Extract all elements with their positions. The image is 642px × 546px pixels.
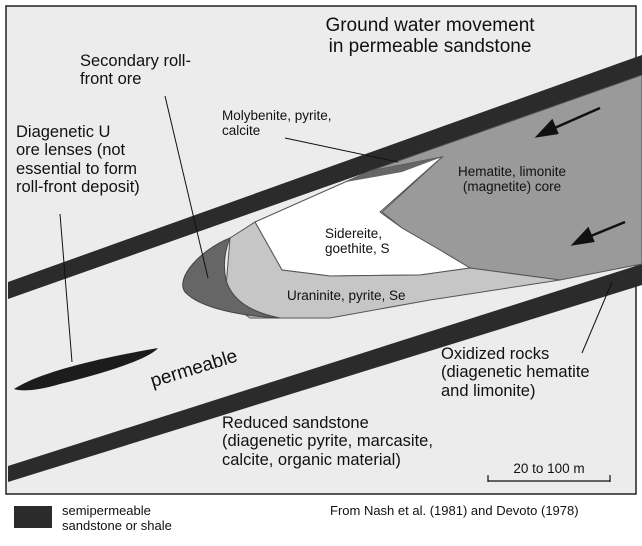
diagenetic-line-3: essential to form [16, 160, 140, 178]
molybdenite-line-2: calcite [222, 123, 332, 138]
legend-text: semipermeable sandstone or shale [62, 504, 172, 533]
uraninite-label: Uraninite, pyrite, Se [287, 288, 406, 303]
legend-swatch [14, 506, 52, 528]
reduced-line-1: Reduced sandstone [222, 414, 433, 432]
molybdenite-label: Molybenite, pyrite, calcite [222, 108, 332, 138]
secondary-ore-line-2: front ore [80, 70, 191, 88]
diagenetic-line-1: Diagenetic U [16, 123, 140, 141]
hematite-line-1: Hematite, limonite [447, 164, 577, 179]
siderite-label: Sidereite, goethite, S [325, 226, 390, 256]
source-citation: From Nash et al. (1981) and Devoto (1978… [330, 504, 579, 519]
molybdenite-line-1: Molybenite, pyrite, [222, 108, 332, 123]
scale-bar-label: 20 to 100 m [488, 461, 610, 476]
siderite-line-1: Sidereite, [325, 226, 390, 241]
reduced-line-3: calcite, organic material) [222, 451, 433, 469]
diagenetic-line-4: roll-front deposit) [16, 178, 140, 196]
title-line-2: in permeable sandstone [255, 36, 605, 57]
diagenetic-label: Diagenetic U ore lenses (not essential t… [16, 123, 140, 197]
title-line-1: Ground water movement [255, 15, 605, 36]
siderite-line-2: goethite, S [325, 241, 390, 256]
oxidized-line-3: and limonite) [441, 382, 590, 400]
hematite-line-2: (magnetite) core [447, 179, 577, 194]
reduced-sandstone-label: Reduced sandstone (diagenetic pyrite, ma… [222, 414, 433, 469]
secondary-ore-label: Secondary roll- front ore [80, 52, 191, 89]
legend-line-1: semipermeable [62, 504, 172, 519]
diagenetic-line-2: ore lenses (not [16, 141, 140, 159]
title-block: Ground water movement in permeable sands… [255, 15, 605, 58]
oxidized-line-2: (diagenetic hematite [441, 363, 590, 381]
hematite-core-label: Hematite, limonite (magnetite) core [447, 164, 577, 194]
reduced-line-2: (diagenetic pyrite, marcasite, [222, 432, 433, 450]
legend-line-2: sandstone or shale [62, 519, 172, 534]
secondary-ore-line-1: Secondary roll- [80, 52, 191, 70]
oxidized-rocks-label: Oxidized rocks (diagenetic hematite and … [441, 345, 590, 400]
oxidized-line-1: Oxidized rocks [441, 345, 590, 363]
